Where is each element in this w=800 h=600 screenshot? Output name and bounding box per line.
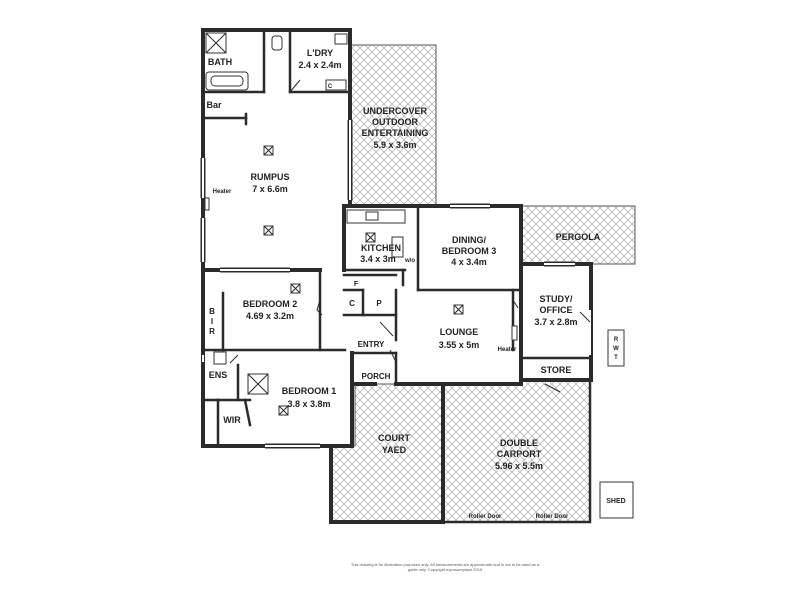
- rainwater-tank: [607, 329, 625, 367]
- pantry-c-label: C: [349, 299, 355, 308]
- lounge-heater-label: Heater: [498, 347, 517, 353]
- study-size: 3.7 x 2.8m: [534, 317, 577, 327]
- study-label-1: STUDY/: [539, 294, 573, 304]
- bedroom1-label: BEDROOM 1: [282, 386, 337, 396]
- ens-label: ENS: [209, 370, 228, 380]
- disclaimer-line-2: guide only. Copyright exposureplace 2015: [408, 567, 483, 572]
- roller-door-1-label: Roller Door: [469, 514, 502, 520]
- shed-outline: [599, 481, 634, 519]
- court-label-1: COURT: [378, 433, 410, 443]
- light-icon: [453, 304, 464, 315]
- outdoor-label-1: UNDERCOVER: [363, 106, 428, 116]
- store-label: STORE: [541, 365, 572, 375]
- dining-label-1: DINING/: [452, 235, 487, 245]
- rwt-label-t: T: [614, 355, 618, 361]
- laundry-label: L'DRY: [307, 48, 333, 58]
- rwt-label-w: W: [613, 346, 619, 352]
- pantry-p-label: P: [376, 299, 382, 308]
- kitchen-wo-label: w/o: [404, 258, 415, 264]
- pergola-label: PERGOLA: [556, 232, 601, 242]
- light-icon: [263, 145, 274, 156]
- porch-label: PORCH: [362, 372, 391, 381]
- disclaimer: This drawing is for illustration purpose…: [351, 562, 540, 572]
- bath-label: BATH: [208, 57, 232, 67]
- laundry-size: 2.4 x 2.4m: [298, 60, 341, 70]
- dining-label-2: BEDROOM 3: [442, 246, 497, 256]
- light-icon: [263, 225, 274, 236]
- rumpus-label: RUMPUS: [250, 172, 289, 182]
- outdoor-size: 5.9 x 3.6m: [373, 140, 416, 150]
- lounge-size: 3.55 x 5m: [439, 340, 480, 350]
- bedroom2-label: BEDROOM 2: [243, 299, 298, 309]
- bedroom2-size: 4.69 x 3.2m: [246, 311, 294, 321]
- court-label-2: YAED: [382, 445, 407, 455]
- windows: [202, 120, 591, 447]
- window-marks: [200, 120, 575, 449]
- light-icon: [365, 232, 376, 243]
- wir-label: WIR: [223, 415, 241, 425]
- carport-label-2: CARPORT: [497, 449, 542, 459]
- bedroom1-size: 3.8 x 3.8m: [287, 399, 330, 409]
- disclaimer-line-1: This drawing is for illustration purpose…: [351, 562, 540, 567]
- light-icon: [290, 283, 301, 294]
- bar-label: Bar: [206, 100, 222, 110]
- carport-label-1: DOUBLE: [500, 438, 538, 448]
- roller-door-2-label: Roller Door: [536, 514, 569, 520]
- outdoor-label-2: OUTDOOR: [372, 117, 418, 127]
- dining-size: 4 x 3.4m: [451, 257, 487, 267]
- rumpus-heater-label: Heater: [213, 189, 232, 195]
- light-icon: [278, 405, 289, 416]
- kitchen-label: KITCHEN: [361, 243, 401, 253]
- bir-label-r: R: [209, 327, 215, 336]
- lounge-label: LOUNGE: [440, 327, 479, 337]
- room-labels: BATH L'DRY 2.4 x 2.4m C Bar UNDERCOVER O…: [206, 48, 625, 520]
- bir-label-i: I: [211, 317, 213, 326]
- outdoor-label-3: ENTERTAINING: [362, 128, 429, 138]
- doors: [229, 79, 591, 393]
- fixtures: [204, 32, 518, 395]
- pantry-f-label: F: [354, 281, 359, 288]
- rwt-label-r: R: [614, 337, 619, 343]
- kitchen-size: 3.4 x 3m: [360, 254, 396, 264]
- rumpus-size: 7 x 6.6m: [252, 184, 288, 194]
- laundry-cupboard-label: C: [328, 84, 333, 90]
- shed-label: SHED: [606, 498, 625, 505]
- interior-walls: [201, 28, 523, 448]
- carport-size: 5.96 x 5.5m: [495, 461, 543, 471]
- bir-label-b: B: [209, 307, 215, 316]
- entry-label: ENTRY: [358, 340, 385, 349]
- light-fixtures: [263, 145, 464, 416]
- study-label-2: OFFICE: [540, 305, 573, 315]
